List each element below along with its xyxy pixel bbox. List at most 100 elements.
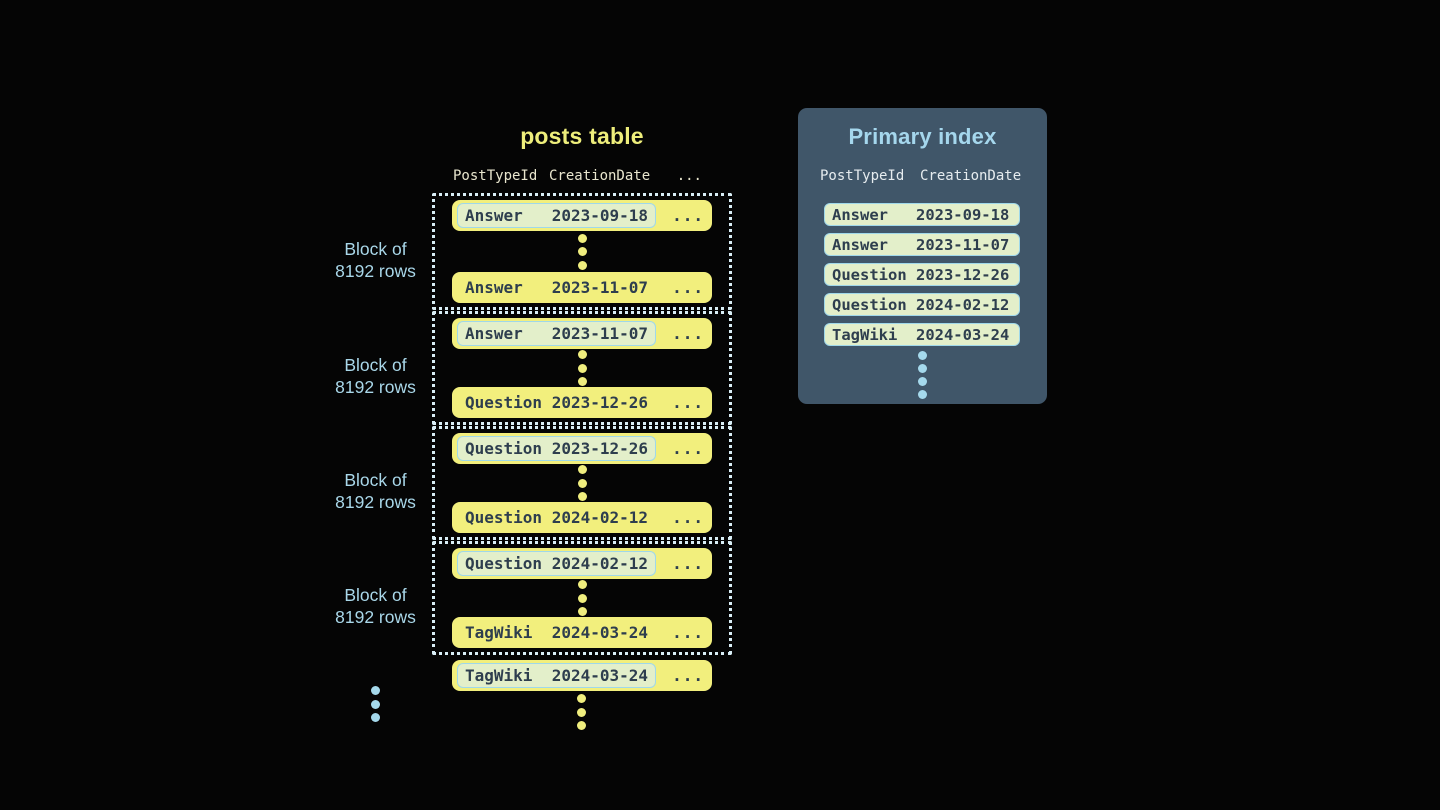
dot-icon: [577, 363, 587, 373]
cell-posttypeid: Answer: [832, 235, 888, 254]
primary-index-panel: Primary index PostTypeId CreationDate An…: [798, 108, 1047, 404]
dot-icon: [577, 478, 587, 488]
block-label-line1: Block of: [344, 585, 407, 605]
dot-icon: [371, 686, 380, 695]
table-row: Answer 2023-11-07 ...: [452, 272, 712, 303]
more-blocks-ellipsis-icon: [371, 686, 380, 722]
posts-table-title: posts table: [520, 123, 644, 149]
index-entry: Question 2023-12-26: [824, 263, 1020, 286]
cell-creationdate: 2024-02-12: [915, 295, 1010, 314]
row-block-4: Question 2024-02-12 ... TagWiki 2024-03-…: [432, 541, 732, 655]
block-size-label: Block of 8192 rows: [310, 238, 441, 282]
cell-posttypeid: Question: [465, 393, 543, 412]
primary-index-title: Primary index: [848, 124, 997, 149]
more-table-rows-ellipsis-icon: [577, 694, 586, 730]
dot-icon: [577, 694, 586, 703]
index-entry: Answer 2023-11-07: [824, 233, 1020, 256]
cell-posttypeid: Question: [465, 554, 543, 573]
dot-icon: [577, 465, 587, 474]
more-rows-ellipsis-icon: [452, 349, 712, 387]
block-label-line1: Block of: [344, 355, 407, 375]
cell-posttypeid: TagWiki: [832, 325, 898, 344]
indexed-key-highlight: Question 2023-12-26: [457, 436, 657, 461]
block-label-line2: 8192 rows: [335, 492, 416, 512]
row-block-3: Question 2023-12-26 ... Question 2024-02…: [432, 426, 732, 540]
row-block-2: Answer 2023-11-07 ... Question 2023-12-2…: [432, 311, 732, 425]
dot-icon: [371, 699, 380, 709]
block-label-line1: Block of: [344, 470, 407, 490]
cell-posttypeid: Answer: [465, 206, 523, 225]
row-ellipsis: ...: [672, 324, 704, 343]
cell-creationdate: 2023-09-18: [551, 206, 649, 225]
row-block-1: Answer 2023-09-18 ... Answer 2023-11-07 …: [432, 193, 732, 310]
cell-creationdate: 2023-12-26: [915, 265, 1010, 284]
primary-index-column-headers: PostTypeId CreationDate: [798, 168, 1047, 184]
block-label-line2: 8192 rows: [335, 607, 416, 627]
dot-icon: [577, 580, 587, 589]
row-ellipsis: ...: [672, 439, 704, 458]
index-entry: TagWiki 2024-03-24: [824, 323, 1020, 346]
index-entry: Answer 2023-09-18: [824, 203, 1020, 226]
posts-table-column-headers: PostTypeId CreationDate ...: [432, 166, 732, 186]
column-header-posttypeid: PostTypeId: [453, 168, 538, 184]
more-index-entries-ellipsis-icon: [798, 351, 1047, 399]
table-row: Question 2023-12-26 ...: [452, 387, 712, 418]
column-header-creationdate: CreationDate: [920, 168, 1022, 184]
table-row: Answer 2023-09-18 ...: [452, 200, 712, 231]
cell-creationdate: 2023-11-07: [551, 324, 649, 343]
more-rows-ellipsis-icon: [452, 464, 712, 502]
dot-icon: [577, 492, 587, 501]
block-label-line1: Block of: [344, 239, 407, 259]
cell-posttypeid: TagWiki: [465, 623, 533, 642]
cell-creationdate: 2023-12-26: [551, 393, 649, 412]
cell-posttypeid: Question: [465, 508, 543, 527]
block-size-label: Block of 8192 rows: [310, 469, 441, 513]
cell-posttypeid: Question: [832, 265, 907, 284]
index-entry: Question 2024-02-12: [824, 293, 1020, 316]
table-row: TagWiki 2024-03-24 ...: [452, 617, 712, 648]
row-ellipsis: ...: [672, 393, 704, 412]
dot-icon: [577, 721, 586, 730]
cell-posttypeid: Question: [832, 295, 907, 314]
dot-icon: [577, 350, 587, 359]
indexed-key-highlight: Answer 2023-11-07: [457, 321, 657, 346]
table-row: Answer 2023-11-07 ...: [452, 318, 712, 349]
cell-creationdate: 2024-03-24: [915, 325, 1010, 344]
row-ellipsis: ...: [672, 278, 704, 297]
dot-icon: [918, 364, 927, 373]
block-size-label: Block of 8192 rows: [310, 584, 441, 628]
table-row: Question 2023-12-26 ...: [452, 433, 712, 464]
row-ellipsis: ...: [672, 206, 704, 225]
cell-creationdate: 2023-09-18: [915, 205, 1010, 224]
cell-posttypeid: Answer: [465, 324, 523, 343]
more-rows-ellipsis-icon: [452, 579, 712, 617]
column-header-posttypeid: PostTypeId: [820, 168, 905, 184]
row-ellipsis: ...: [672, 508, 704, 527]
dot-icon: [577, 593, 587, 603]
dot-icon: [577, 607, 587, 616]
block-label-line2: 8192 rows: [335, 377, 416, 397]
cell-creationdate: 2024-03-24: [551, 623, 649, 642]
dot-icon: [577, 377, 587, 386]
dot-icon: [577, 707, 586, 717]
block-size-label: Block of 8192 rows: [310, 354, 441, 398]
cell-posttypeid: Answer: [465, 278, 523, 297]
dot-icon: [577, 260, 587, 270]
cell-creationdate: 2024-03-24: [551, 666, 649, 685]
indexed-key-highlight: Answer 2023-09-18: [457, 203, 657, 228]
dot-icon: [918, 377, 927, 386]
column-header-more: ...: [676, 168, 702, 184]
cell-creationdate: 2023-11-07: [915, 235, 1010, 254]
cell-posttypeid: Question: [465, 439, 543, 458]
row-ellipsis: ...: [672, 554, 704, 573]
indexed-key-highlight: Question 2024-02-12: [457, 551, 657, 576]
row-ellipsis: ...: [672, 623, 704, 642]
dot-icon: [371, 713, 380, 722]
cell-creationdate: 2024-02-12: [551, 508, 649, 527]
more-rows-ellipsis-icon: [452, 231, 712, 272]
column-header-creationdate: CreationDate: [549, 168, 651, 184]
dot-icon: [577, 247, 587, 256]
row-ellipsis: ...: [672, 666, 704, 685]
cell-posttypeid: TagWiki: [465, 666, 533, 685]
